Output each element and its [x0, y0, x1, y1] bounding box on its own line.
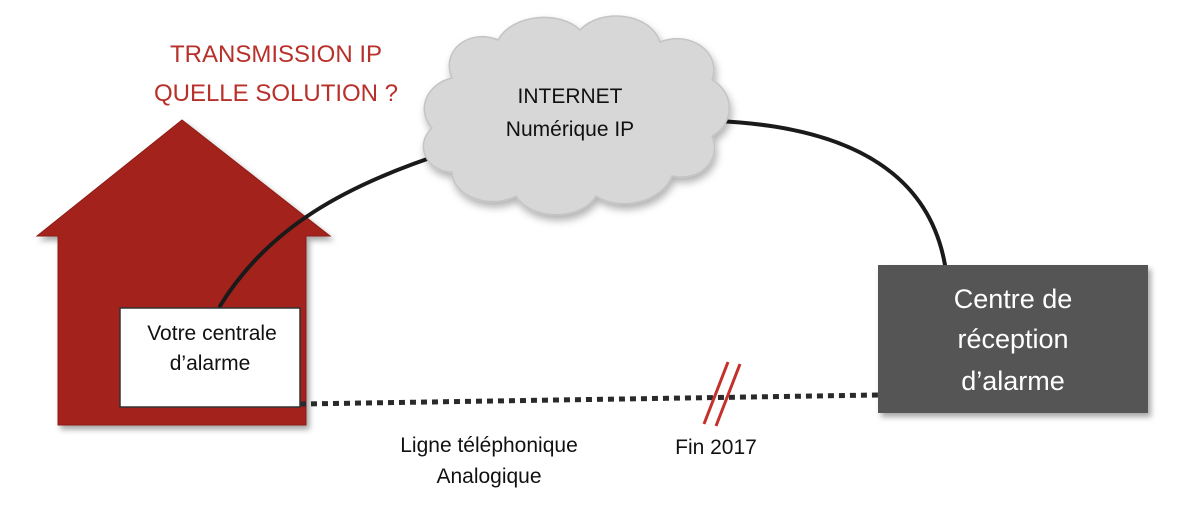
- title-line-1: TRANSMISSION IP: [170, 41, 382, 68]
- title-line-2: QUELLE SOLUTION ?: [154, 80, 398, 107]
- end-date-label: Fin 2017: [675, 436, 757, 459]
- analog-line-label-line-1: Ligne téléphonique: [400, 434, 578, 457]
- analog-line-label-line-2: Analogique: [436, 465, 541, 488]
- reception-centre-box: Centre de réception d’alarme: [878, 265, 1148, 413]
- reception-centre-label-line-2: réception: [957, 324, 1068, 354]
- ip-link-right: [714, 119, 947, 267]
- cloud-label-line-1: INTERNET: [518, 85, 623, 108]
- cloud-icon: [422, 15, 730, 216]
- reception-centre-label-line-3: d’alarme: [961, 366, 1065, 396]
- reception-centre-label-line-1: Centre de: [954, 284, 1073, 314]
- alarm-panel-label-line-1: Votre centrale: [147, 322, 277, 345]
- alarm-panel-label-line-2: d’alarme: [170, 352, 251, 375]
- analog-phone-line: [299, 392, 879, 407]
- alarm-panel-box: Votre centrale d’alarme: [119, 307, 301, 408]
- cloud-label-line-2: Numérique IP: [506, 118, 634, 141]
- ip-link-left: [218, 150, 450, 308]
- diagram-title: TRANSMISSION IP QUELLE SOLUTION ?: [154, 41, 398, 107]
- line-cut-marker-icon: [702, 361, 742, 427]
